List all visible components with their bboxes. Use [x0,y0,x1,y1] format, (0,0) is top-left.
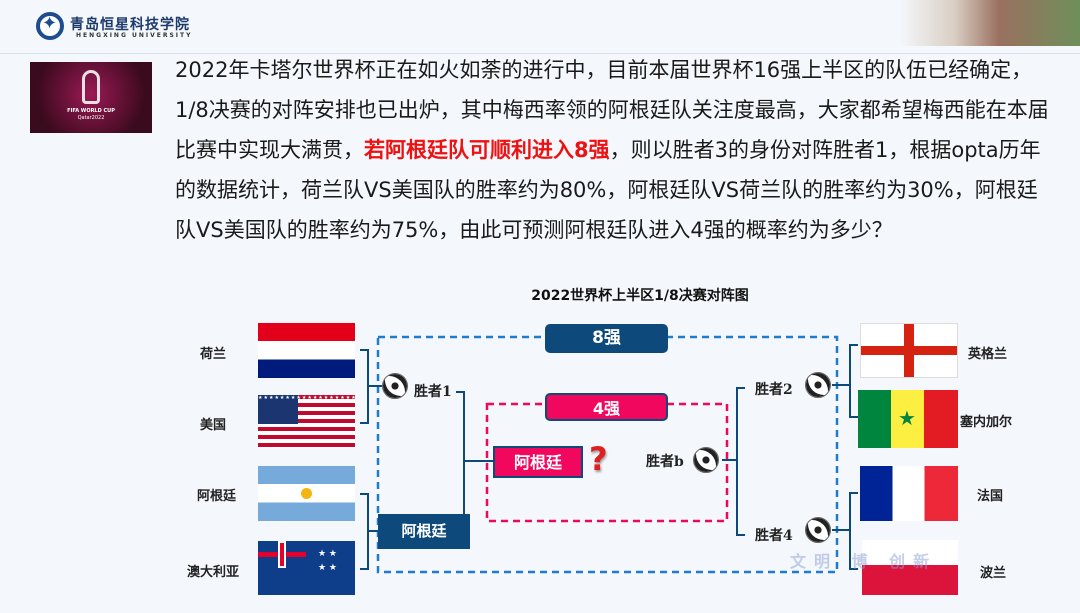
question-text: 2022年卡塔尔世界杯正在如火如荼的进行中，目前本届世界杯16强上半区的队伍已经… [175,50,1055,250]
campus-photo [900,0,1080,46]
flag-senegal: ★ [858,390,958,448]
team-argentina: 阿根廷 [197,489,237,504]
semifinal-badge: 4强 [545,393,668,421]
bracket-title: 2022世界杯上半区1/8决赛对阵图 [531,288,749,304]
team-netherlands: 荷兰 [200,347,227,362]
flag-argentina [258,466,355,521]
soccer-ball-icon [805,372,831,398]
argentina-quarterfinal-box: 阿根廷 [378,514,470,549]
flag-australia: ★ ★★ ★ [258,541,355,595]
flag-usa: ★★★★★★★★★★★★★★★★★★★★★★★★★ [258,395,355,448]
school-logo-icon [36,12,64,40]
winner-1-label: 胜者1 [414,384,452,400]
poster-subtitle: Qatar2022 [77,115,105,121]
flag-england [860,323,958,378]
question-mark-icon: ? [589,440,608,478]
team-senegal: 塞内加尔 [960,415,1013,430]
soccer-ball-icon [382,373,408,399]
team-australia: 澳大利亚 [187,565,240,580]
team-usa: 美国 [200,418,227,433]
quarterfinal-badge: 8强 [545,324,668,353]
school-name-cn: 青岛恒星科技学院 [70,17,190,33]
soccer-ball-icon [693,447,719,473]
poster-title: FIFA WORLD CUP [67,108,115,114]
flag-france [860,466,958,521]
winner-b-label: 胜者b [646,454,684,470]
argentina-semifinal-box: 阿根廷 [493,446,583,478]
team-france: 法国 [977,489,1004,504]
team-poland: 波兰 [980,566,1007,581]
winner-2-label: 胜者2 [755,382,793,398]
question-part1: 2022年卡塔尔世界杯正在如火如荼的进行中，目前本届世界杯16强上半区的队伍已经… [175,58,1049,162]
watermark: 文明 博 创新 [790,552,938,571]
flag-poland [862,540,958,595]
soccer-ball-icon [805,517,831,543]
school-name-en: HENGXING UNIVERSITY [76,32,193,39]
team-england: 英格兰 [968,347,1008,362]
winner-4-label: 胜者4 [755,528,793,544]
flag-netherlands [258,323,355,378]
header-divider [0,53,1080,54]
question-part2: ，则以胜者3的身份对阵胜者1，根据opta历年的数据统计，荷兰队VS美国队的胜率… [175,138,1041,242]
question-highlight: 若阿根廷队可顺利进入8强 [364,138,610,162]
world-cup-poster: FIFA WORLD CUP Qatar2022 [30,62,152,133]
trophy-icon [82,70,100,104]
